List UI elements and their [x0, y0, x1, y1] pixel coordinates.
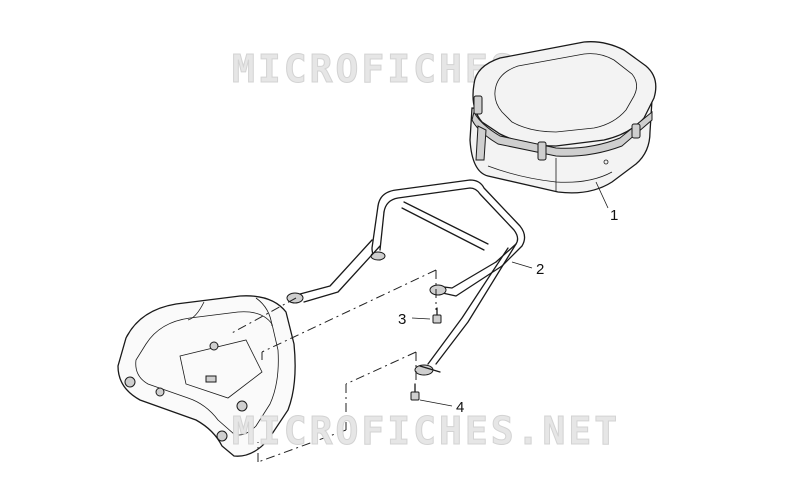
callout-1: 1	[610, 207, 618, 224]
luggage-rack-frame	[286, 179, 526, 376]
callout-leaders	[411, 181, 609, 407]
screw-upper	[432, 307, 442, 324]
watermark-bottom: MICROFICHES.NET	[232, 409, 620, 453]
callout-2: 2	[536, 261, 544, 278]
rear-mounting-plate	[117, 295, 296, 457]
assembly-lines	[229, 269, 437, 463]
callout-4: 4	[456, 399, 464, 416]
screw-lower	[410, 383, 420, 401]
top-case-bag	[469, 41, 657, 194]
callout-3: 3	[398, 311, 406, 328]
